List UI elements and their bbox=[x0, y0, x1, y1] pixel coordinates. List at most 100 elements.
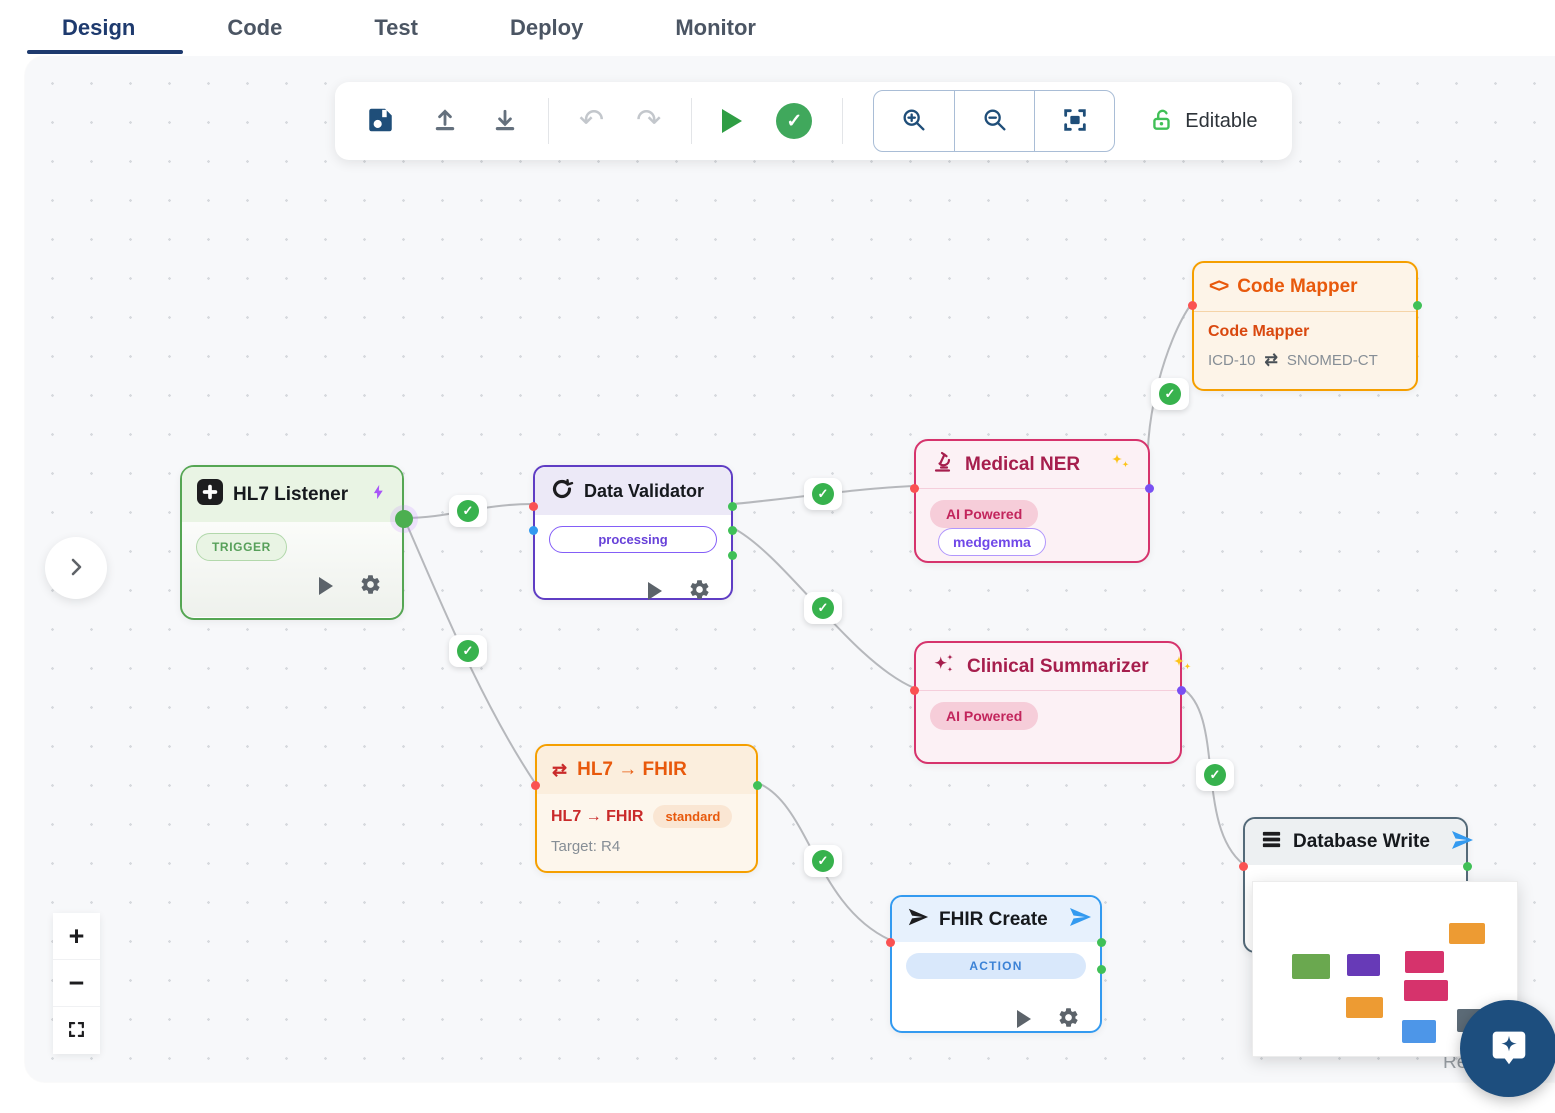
input-handle[interactable] bbox=[886, 938, 895, 947]
rows-icon bbox=[1260, 828, 1283, 856]
sidebar-expand-button[interactable] bbox=[45, 537, 107, 599]
node-code-mapper[interactable]: <> Code Mapper Code Mapper ICD-10 ⇄ SNOM… bbox=[1188, 261, 1422, 391]
node-run-button[interactable] bbox=[644, 578, 666, 604]
minimap-node bbox=[1404, 980, 1448, 1001]
zoom-in-button[interactable] bbox=[874, 91, 954, 151]
check-circle-icon: ✓ bbox=[457, 500, 479, 522]
node-settings-button[interactable] bbox=[1053, 1002, 1084, 1036]
tab-test[interactable]: Test bbox=[374, 15, 418, 40]
check-circle-icon: ✓ bbox=[812, 597, 834, 619]
node-header: Medical NER bbox=[916, 441, 1148, 489]
unlock-icon bbox=[1149, 106, 1175, 137]
gear-icon bbox=[688, 578, 711, 604]
map-to-label: SNOMED-CT bbox=[1286, 351, 1378, 369]
fit-view-button[interactable] bbox=[1034, 91, 1114, 151]
undo-button[interactable]: ↶ bbox=[575, 102, 608, 140]
canvas-zoom-in-button[interactable]: + bbox=[53, 913, 100, 960]
node-header: Data Validator bbox=[535, 467, 731, 515]
target-detail: Target: R4 bbox=[551, 838, 621, 855]
edge-status-badge: ✓ bbox=[449, 635, 487, 667]
output-handle[interactable] bbox=[1463, 862, 1472, 871]
minimap-node bbox=[1346, 997, 1383, 1018]
node-title: Medical NER bbox=[965, 453, 1081, 475]
node-settings-button[interactable] bbox=[684, 574, 715, 608]
node-subtitle: Code Mapper bbox=[1208, 323, 1310, 340]
node-title: FHIR Create bbox=[939, 908, 1048, 930]
output-handle[interactable] bbox=[1145, 484, 1154, 493]
swap-arrows-icon: ⇄ bbox=[1264, 352, 1278, 369]
check-circle-icon: ✓ bbox=[812, 850, 834, 872]
sparkles-icon bbox=[1169, 652, 1195, 681]
save-button[interactable] bbox=[363, 102, 398, 141]
node-clinical-summarizer[interactable]: Clinical Summarizer AI Powered bbox=[910, 641, 1191, 764]
download-button[interactable] bbox=[488, 102, 522, 141]
node-hl7-listener[interactable]: HL7 Listener TRIGGER bbox=[180, 465, 413, 620]
canvas-fit-view-button[interactable] bbox=[53, 1007, 100, 1054]
minimap-node bbox=[1405, 951, 1444, 973]
edge-status-badge: ✓ bbox=[804, 592, 842, 624]
download-icon bbox=[492, 106, 518, 137]
node-header: FHIR Create bbox=[892, 897, 1100, 942]
output-handle[interactable] bbox=[728, 502, 737, 511]
node-body: TRIGGER bbox=[182, 522, 402, 617]
node-run-button[interactable] bbox=[1013, 1006, 1035, 1032]
canvas-zoom-out-button[interactable]: − bbox=[53, 960, 100, 1007]
input-handle[interactable] bbox=[910, 686, 919, 695]
run-button[interactable] bbox=[718, 105, 746, 137]
node-medical-ner[interactable]: Medical NER AI Powered medgemma bbox=[910, 439, 1154, 563]
ai-powered-pill: AI Powered bbox=[930, 500, 1039, 528]
canvas-toolbar: ↶ ↷ ✓ Editable bbox=[335, 82, 1292, 160]
zoom-button-group bbox=[873, 90, 1116, 152]
tab-deploy[interactable]: Deploy bbox=[509, 15, 584, 40]
input-handle[interactable] bbox=[1188, 301, 1197, 310]
node-body: HL7 → FHIR standard Target: R4 bbox=[537, 794, 756, 866]
gear-icon bbox=[1057, 1006, 1080, 1032]
medical-cross-icon bbox=[197, 479, 223, 510]
chevron-right-icon bbox=[64, 555, 88, 582]
mapping-detail: ICD-10 ⇄ SNOMED-CT bbox=[1208, 350, 1402, 370]
node-data-validator[interactable]: Data Validator processing bbox=[529, 465, 737, 600]
upload-button[interactable] bbox=[428, 102, 462, 141]
send-icon bbox=[907, 906, 929, 933]
output-handle[interactable] bbox=[395, 510, 413, 528]
fit-view-icon bbox=[1061, 106, 1089, 137]
tab-code[interactable]: Code bbox=[227, 15, 283, 40]
sparkles-icon bbox=[1107, 450, 1133, 479]
zoom-out-button[interactable] bbox=[954, 91, 1034, 151]
standard-tag: standard bbox=[653, 805, 733, 828]
map-from-label: ICD-10 bbox=[1208, 351, 1256, 369]
play-icon bbox=[722, 109, 743, 133]
output-handle[interactable] bbox=[753, 781, 762, 790]
edge-status-badge: ✓ bbox=[804, 478, 842, 510]
tab-monitor[interactable]: Monitor bbox=[675, 15, 756, 40]
edge-status-badge: ✓ bbox=[449, 495, 487, 527]
output-handle[interactable] bbox=[1097, 965, 1106, 974]
play-icon bbox=[1017, 1010, 1031, 1028]
ai-assistant-button[interactable] bbox=[1460, 1000, 1555, 1097]
node-subtitle: HL7 → FHIR bbox=[551, 807, 644, 825]
tab-design[interactable]: Design bbox=[62, 15, 136, 40]
node-run-button[interactable] bbox=[315, 573, 337, 599]
input-handle[interactable] bbox=[529, 526, 538, 535]
swap-arrows-icon: ⇄ bbox=[552, 759, 568, 780]
check-circle-icon: ✓ bbox=[812, 483, 834, 505]
output-handle[interactable] bbox=[1177, 686, 1186, 695]
output-handle[interactable] bbox=[1413, 301, 1422, 310]
input-handle[interactable] bbox=[910, 484, 919, 493]
validate-button[interactable]: ✓ bbox=[772, 99, 816, 143]
node-fhir-create[interactable]: FHIR Create ACTION bbox=[886, 895, 1106, 1036]
input-handle[interactable] bbox=[529, 502, 538, 511]
editable-toggle[interactable]: Editable bbox=[1149, 106, 1258, 137]
node-settings-button[interactable] bbox=[355, 569, 386, 603]
redo-button[interactable]: ↷ bbox=[632, 102, 665, 140]
sparkle-chat-icon bbox=[1486, 1024, 1532, 1073]
node-hl7-fhir[interactable]: ⇄ HL7 → FHIR HL7 → FHIR standard Target:… bbox=[531, 744, 762, 873]
output-handle[interactable] bbox=[728, 526, 737, 535]
input-handle[interactable] bbox=[1239, 862, 1248, 871]
send-icon bbox=[1068, 905, 1092, 934]
check-circle-icon: ✓ bbox=[776, 103, 813, 139]
output-handle[interactable] bbox=[1097, 938, 1106, 947]
output-handle[interactable] bbox=[728, 551, 737, 560]
input-handle[interactable] bbox=[531, 781, 540, 790]
